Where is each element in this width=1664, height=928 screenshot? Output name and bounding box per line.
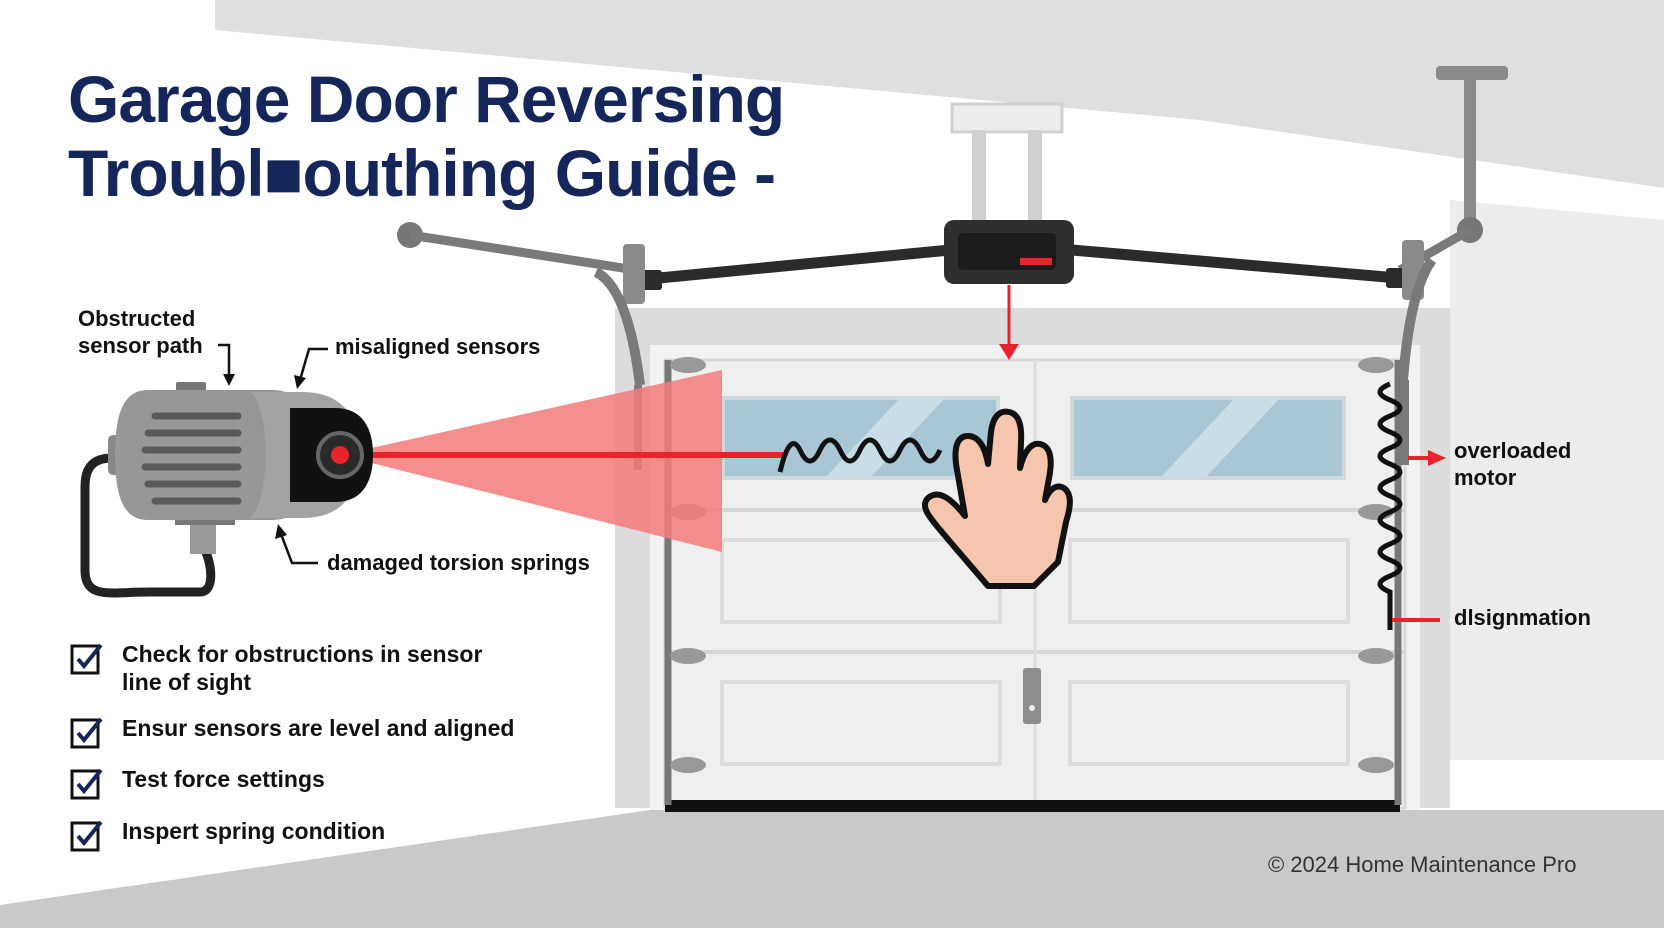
overloaded-label: overloaded motor — [1454, 438, 1572, 490]
callout-arrow-obstructed — [218, 343, 235, 386]
title-line-1: Garage Door Reversing — [68, 62, 785, 136]
ceiling-plane — [215, 0, 1664, 188]
torsion-spring-icon — [1377, 381, 1403, 630]
checklist-item-text: Test force settings — [122, 766, 325, 792]
page-title: Garage Door Reversing Troubl■outhing Gui… — [68, 62, 785, 210]
right-wall — [1450, 200, 1664, 760]
floor — [0, 810, 1664, 928]
garage-opener-icon — [944, 220, 1074, 360]
checkbox-checked-icon — [70, 820, 103, 852]
checkbox-checked-icon — [70, 643, 103, 675]
sensor-beam — [340, 370, 722, 552]
misaligned-label: misaligned sensors — [335, 334, 541, 359]
overloaded-motor-arrow — [1408, 450, 1446, 466]
opener-rail — [593, 240, 1437, 470]
beam-spring-icon — [777, 437, 943, 473]
garage-door — [663, 358, 1407, 812]
opener-mount — [397, 66, 1508, 275]
checklist-item-text: Ensur sensors are level and aligned — [122, 715, 515, 741]
checklist-item-text: Check for obstructions in sensor — [122, 641, 483, 667]
door-handle — [1023, 668, 1041, 724]
door-bottom-seal — [665, 800, 1400, 812]
copyright-text: © 2024 Home Maintenance Pro — [1268, 852, 1577, 877]
title-line-2: Troubl■outhing Guide - — [68, 136, 776, 210]
door-rollers — [670, 357, 1394, 773]
checklist-item-text-2: line of sight — [122, 669, 252, 695]
designation-label: dlsignmation — [1454, 605, 1591, 630]
safety-sensor-icon — [80, 382, 373, 598]
damaged-label: damaged torsion springs — [327, 550, 590, 575]
checklist-item-text: Inspert spring condition — [122, 818, 386, 844]
callout-arrow-damaged — [275, 524, 318, 565]
checkbox-checked-icon — [70, 717, 103, 749]
obstructed-label: Obstructed sensor path — [78, 306, 203, 358]
callout-arrow-misaligned — [294, 347, 328, 389]
checkbox-checked-icon — [70, 768, 103, 800]
hand-obstruction-icon — [922, 408, 1073, 589]
